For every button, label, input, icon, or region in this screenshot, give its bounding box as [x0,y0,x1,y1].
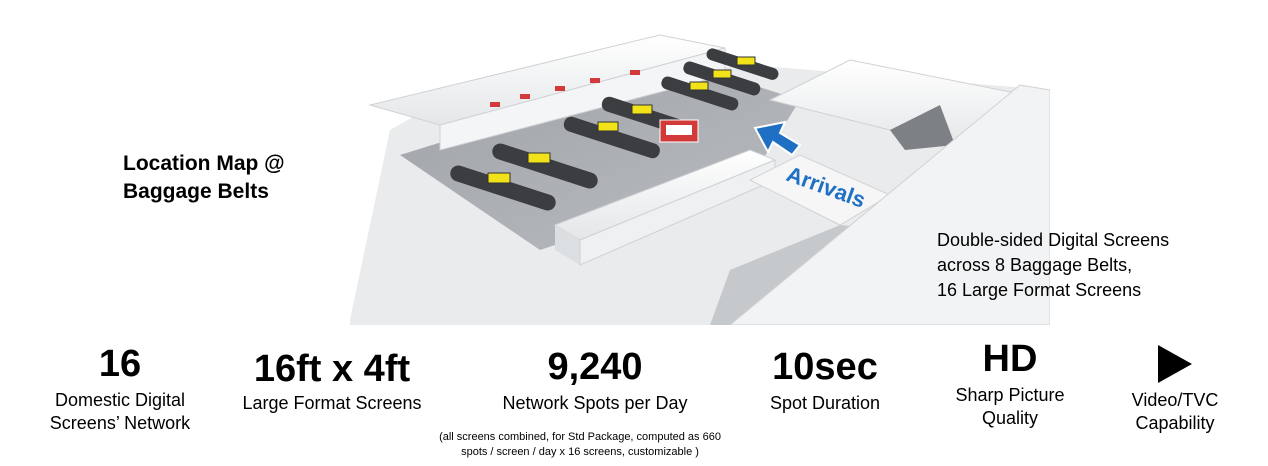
footnote-line-2: spots / screen / day x 16 screens, custo… [461,446,699,458]
stat-label-line-1: Sharp Picture [955,385,1065,405]
map-title-line-1: Location Map @ [123,152,285,175]
screens-note-line-2: across 8 Baggage Belts, [937,255,1133,275]
stat-label-line-1: Spot Duration [769,393,881,413]
baggage-belt [661,76,739,111]
digital-screen [712,69,732,79]
play-icon [1158,345,1192,383]
digital-screen [487,172,511,184]
stat-network-screens: 16 Domestic Digital Screens’ Network [30,345,210,435]
stat-label-line-2: Capability [1135,413,1215,433]
baggage-belt [450,165,556,211]
stat-value: 9,240 [547,346,643,388]
stat-value: 10sec [772,346,878,388]
digital-screen [736,56,756,66]
screens-note-line-1: Double-sided Digital Screens [937,230,1170,250]
stat-label-line-1: Domestic Digital [54,390,186,410]
baggage-belt [492,143,598,189]
escalator [890,105,955,150]
digital-screen [597,121,619,132]
stat-spots-per-day: 9,240 Network Spots per Day [470,348,720,415]
stat-video-capability: Video/TVC Capability [1105,345,1245,435]
digital-screens [487,56,756,184]
hall-floor [400,65,800,250]
screens-note-line-3: 16 Large Format Screens [937,280,1142,300]
front-building-wall [555,225,580,265]
baggage-hall-illustration: Arrivals [350,34,1050,325]
digital-screen [631,104,653,115]
map-title-line-2: Baggage Belts [123,180,269,203]
digital-screen [689,81,709,91]
footnote-line-1: (all screens combined, for Std Package, … [439,431,721,443]
arrivals-arrow-icon [753,120,802,157]
stat-value: 16 [98,343,142,385]
stat-screen-size: 16ft x 4ft Large Format Screens [212,350,452,415]
stat-label-line-2: Quality [981,408,1039,428]
stat-label-line-1: Network Spots per Day [502,393,688,413]
stat-hd-quality: HD Sharp Picture Quality [930,340,1090,430]
stat-label-line-1: Large Format Screens [242,393,422,413]
front-right-building [729,84,1050,325]
baggage-belt [563,116,660,159]
stat-value: 16ft x 4ft [253,348,411,390]
digital-screen [527,152,551,164]
stat-label-line-1: Video/TVC [1131,390,1219,410]
location-map-title: Location Map @ Baggage Belts [123,150,285,206]
screens-note: Double-sided Digital Screens across 8 Ba… [937,228,1169,303]
spots-footnote: (all screens combined, for Std Package, … [395,430,765,460]
stat-label-line-2: Screens’ Network [49,413,191,433]
back-wall-red-signs [490,70,640,107]
stat-value: HD [982,338,1038,380]
stat-spot-duration: 10sec Spot Duration [745,348,905,415]
